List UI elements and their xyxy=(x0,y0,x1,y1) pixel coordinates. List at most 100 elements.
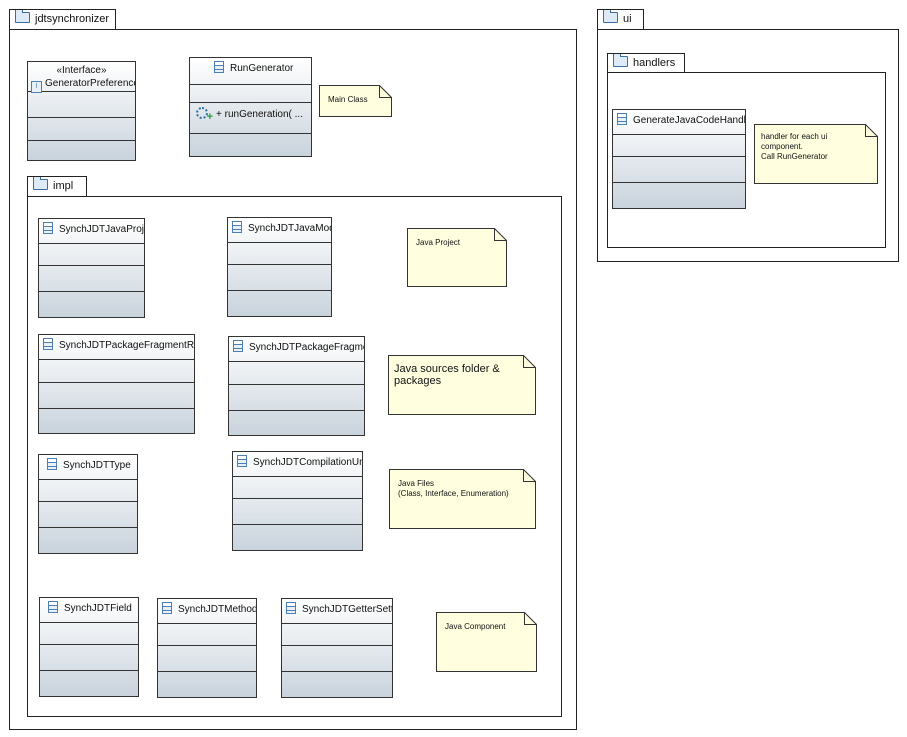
note-fold xyxy=(523,355,536,368)
class-synch-jdt-method[interactable]: SynchJDTMethod xyxy=(157,598,257,698)
package-tab-handlers[interactable]: handlers xyxy=(607,53,685,74)
note-fold xyxy=(524,612,537,625)
class-header: SynchJDTPackageFragmentRoot xyxy=(39,335,194,360)
class-icon xyxy=(237,455,247,467)
compartment-divider xyxy=(40,670,138,671)
class-name: SynchJDTJavaModel xyxy=(248,223,331,234)
note-java-files[interactable]: Java Files (Class, Interface, Enumeratio… xyxy=(389,469,536,529)
note-text: Java sources folder & packages xyxy=(394,363,500,387)
class-header: SynchJDTJavaProject xyxy=(39,219,144,244)
class-synch-jdt-java-model[interactable]: SynchJDTJavaModel xyxy=(227,217,332,317)
class-name: RunGenerator xyxy=(230,63,294,74)
compartment-divider xyxy=(39,527,137,528)
stereotype-label: «Interface» xyxy=(56,65,107,76)
class-icon xyxy=(286,602,296,614)
folder-icon xyxy=(33,177,48,190)
class-header: SynchJDTMethod xyxy=(158,599,256,624)
note-text: Main Class xyxy=(328,95,368,104)
note-java-project[interactable]: Java Project xyxy=(407,228,507,287)
package-name: handlers xyxy=(633,57,676,69)
note-text: handler for each ui component. Call RunG… xyxy=(761,132,828,161)
compartment-divider xyxy=(233,498,362,499)
class-name: GeneratorPreferences xyxy=(45,78,135,89)
package-name: impl xyxy=(53,180,74,192)
class-header: SynchJDTType xyxy=(39,455,137,480)
package-tab-impl[interactable]: impl xyxy=(27,176,87,197)
class-generate-java-code-handler[interactable]: GenerateJavaCodeHandler xyxy=(612,109,746,209)
class-run-generator[interactable]: RunGenerator + runGeneration( ... xyxy=(189,57,312,157)
compartment-divider xyxy=(40,644,138,645)
compartment-divider xyxy=(282,645,392,646)
interface-icon: I xyxy=(31,81,42,93)
compartment-divider xyxy=(613,182,745,183)
note-text: Java Component xyxy=(445,622,506,631)
note-fold xyxy=(494,228,507,241)
folder-icon xyxy=(603,10,618,23)
class-icon xyxy=(48,601,58,613)
class-header: SynchJDTJavaModel xyxy=(228,218,331,243)
compartment-divider xyxy=(39,382,194,383)
class-synch-jdt-field[interactable]: SynchJDTField xyxy=(39,597,139,697)
class-synch-jdt-compilation-unit[interactable]: SynchJDTCompilationUnit xyxy=(232,451,363,551)
class-synch-jdt-package-fragment-root[interactable]: SynchJDTPackageFragmentRoot xyxy=(38,334,195,434)
class-name: SynchJDTPackageFragment xyxy=(249,342,364,353)
class-icon xyxy=(47,458,57,470)
package-tab-ui[interactable]: ui xyxy=(597,9,644,30)
note-text: Java Files (Class, Interface, Enumeratio… xyxy=(398,479,509,498)
class-name: SynchJDTGetterSetter xyxy=(302,604,392,615)
class-icon xyxy=(162,602,172,614)
compartment-divider xyxy=(228,264,331,265)
operation-label: + runGeneration( ... xyxy=(216,109,303,120)
compartment-divider xyxy=(613,156,745,157)
class-header: SynchJDTPackageFragment xyxy=(229,337,364,362)
class-synch-jdt-getter-setter[interactable]: SynchJDTGetterSetter xyxy=(281,598,393,698)
class-icon xyxy=(43,338,53,350)
class-icon xyxy=(43,222,53,234)
class-name: SynchJDTPackageFragmentRoot xyxy=(59,340,194,351)
note-handler[interactable]: handler for each ui component. Call RunG… xyxy=(754,124,878,184)
note-java-component[interactable]: Java Component xyxy=(436,612,537,672)
compartment-divider xyxy=(158,671,256,672)
compartment-divider xyxy=(229,384,364,385)
class-synch-jdt-java-project[interactable]: SynchJDTJavaProject xyxy=(38,218,145,318)
class-name: SynchJDTCompilationUnit xyxy=(253,457,362,468)
class-synch-jdt-package-fragment[interactable]: SynchJDTPackageFragment xyxy=(228,336,365,436)
note-fold xyxy=(379,85,392,98)
class-synch-jdt-type[interactable]: SynchJDTType xyxy=(38,454,138,554)
class-name: SynchJDTMethod xyxy=(178,604,256,615)
note-fold xyxy=(865,124,878,137)
class-icon xyxy=(214,61,224,73)
class-icon xyxy=(232,221,242,233)
compartment-divider xyxy=(28,117,135,118)
compartment-divider xyxy=(190,102,311,103)
compartment-divider xyxy=(158,645,256,646)
note-fold xyxy=(523,469,536,482)
compartment-divider xyxy=(190,133,311,134)
compartment-divider xyxy=(28,140,135,141)
class-header: SynchJDTField xyxy=(40,598,138,623)
compartment-divider xyxy=(39,501,137,502)
compartment-divider xyxy=(282,671,392,672)
class-icon xyxy=(617,113,627,125)
note-text: Java Project xyxy=(416,238,461,247)
note-java-sources[interactable]: Java sources folder & packages xyxy=(388,355,536,415)
compartment-divider xyxy=(39,291,144,292)
class-header: SynchJDTCompilationUnit xyxy=(233,452,362,477)
class-header: RunGenerator xyxy=(190,58,311,85)
folder-icon xyxy=(613,54,628,67)
package-tab-jdtsynchronizer[interactable]: jdtsynchronizer xyxy=(9,9,116,30)
class-name: GenerateJavaCodeHandler xyxy=(633,115,745,126)
package-name: jdtsynchronizer xyxy=(35,13,109,25)
package-name: ui xyxy=(623,13,632,25)
class-header: SynchJDTGetterSetter xyxy=(282,599,392,624)
public-method-icon xyxy=(196,107,213,123)
class-name: SynchJDTField xyxy=(64,603,132,614)
class-header: GenerateJavaCodeHandler xyxy=(613,110,745,135)
class-icon xyxy=(233,340,243,352)
class-name: SynchJDTJavaProject xyxy=(59,224,144,235)
folder-icon xyxy=(15,10,30,23)
operation-run-generation[interactable]: + runGeneration( ... xyxy=(196,107,303,123)
